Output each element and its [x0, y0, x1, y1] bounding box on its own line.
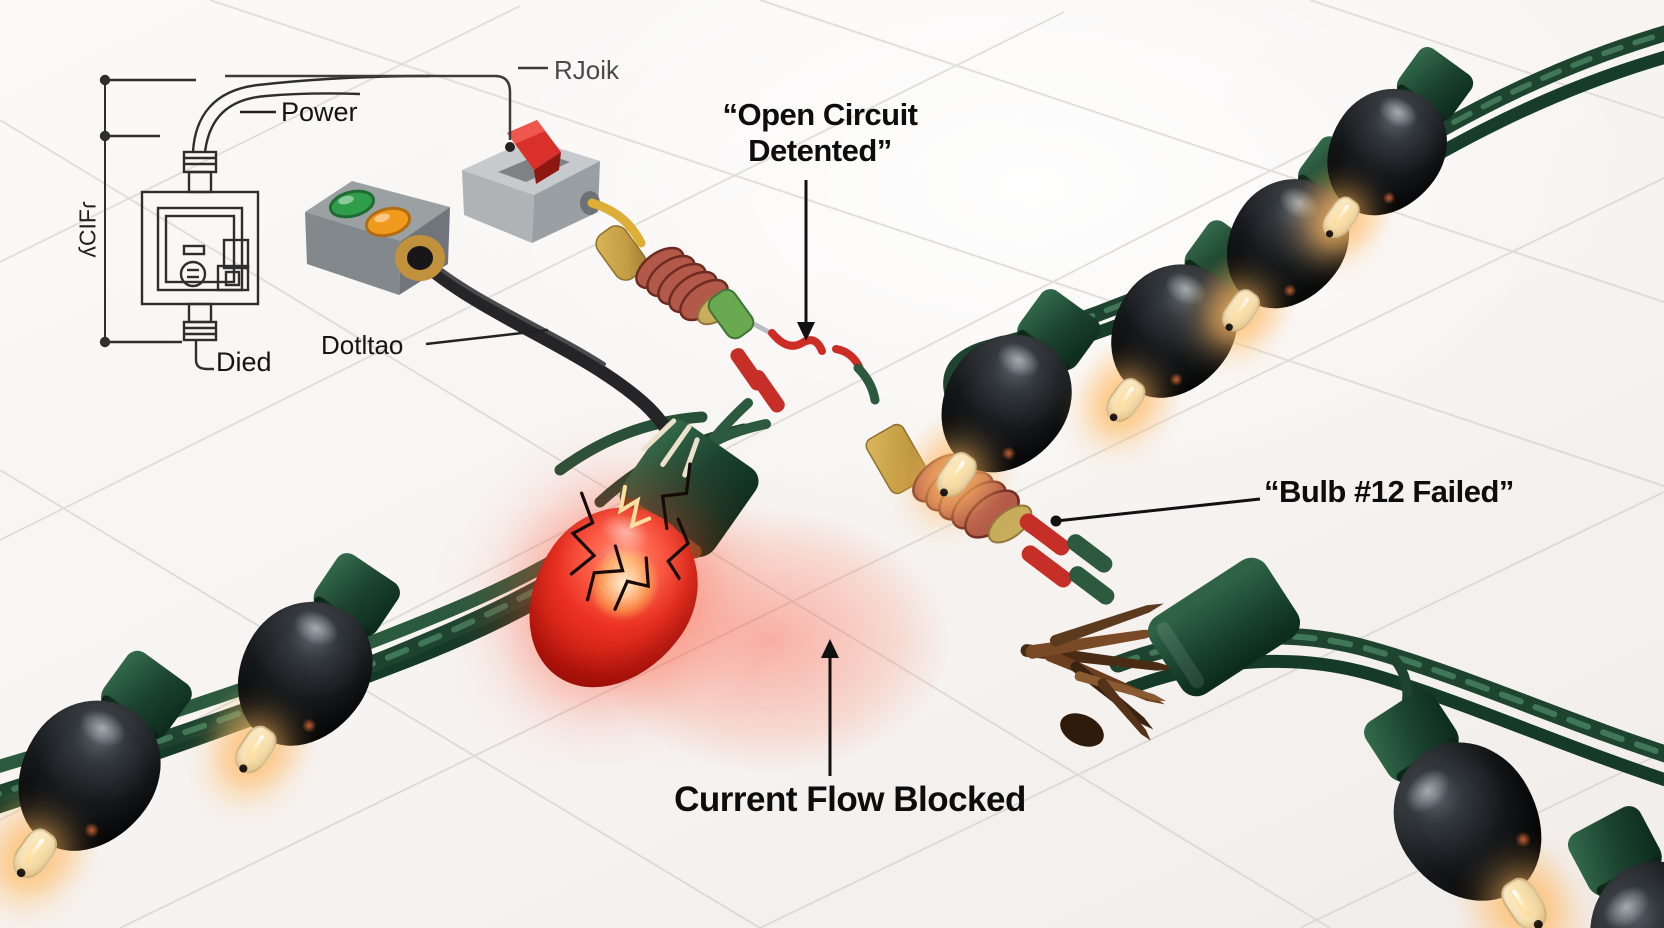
current-blocked-label: Current Flow Blocked [674, 780, 1026, 819]
schematic-plug-bottom [182, 320, 218, 342]
power-adapter-box [305, 181, 450, 295]
bulb-failed-leader [1050, 497, 1261, 527]
schematic-vertical-label: ʎCIFɾ [74, 201, 101, 258]
open-circuit-line2: Detented” [748, 132, 892, 168]
dimension-lines [99, 74, 196, 348]
toggle-switch-box [462, 120, 646, 248]
bulb-failed-label: “Bulb #12 Failed” [1264, 474, 1514, 509]
current-blocked-arrow [821, 639, 839, 776]
crack-lines [569, 418, 700, 611]
green-led [328, 189, 376, 219]
open-circuit-arrow [797, 180, 815, 341]
failed-red-bulb [439, 382, 810, 780]
orange-led [364, 206, 412, 238]
broken-wire-gap [768, 329, 880, 405]
switch-label-leader [225, 66, 548, 152]
open-circuit-label: “Open Circuit Detented” [655, 97, 985, 169]
red-rocker-switch [507, 120, 561, 184]
open-circuit-line1: “Open Circuit [722, 97, 918, 132]
inline-fuse-resistor [595, 225, 782, 341]
voltage-label-leader [425, 328, 549, 346]
yellow-wire [587, 198, 646, 248]
power-cable [413, 253, 683, 453]
power-label: Power [281, 97, 358, 127]
cut-wire-tips [730, 348, 785, 413]
voltage-label: Dotltao [321, 330, 404, 360]
schematic-outlet-box [140, 190, 260, 306]
died-label: Died [216, 347, 272, 377]
switch-label: RJoik [554, 55, 620, 85]
